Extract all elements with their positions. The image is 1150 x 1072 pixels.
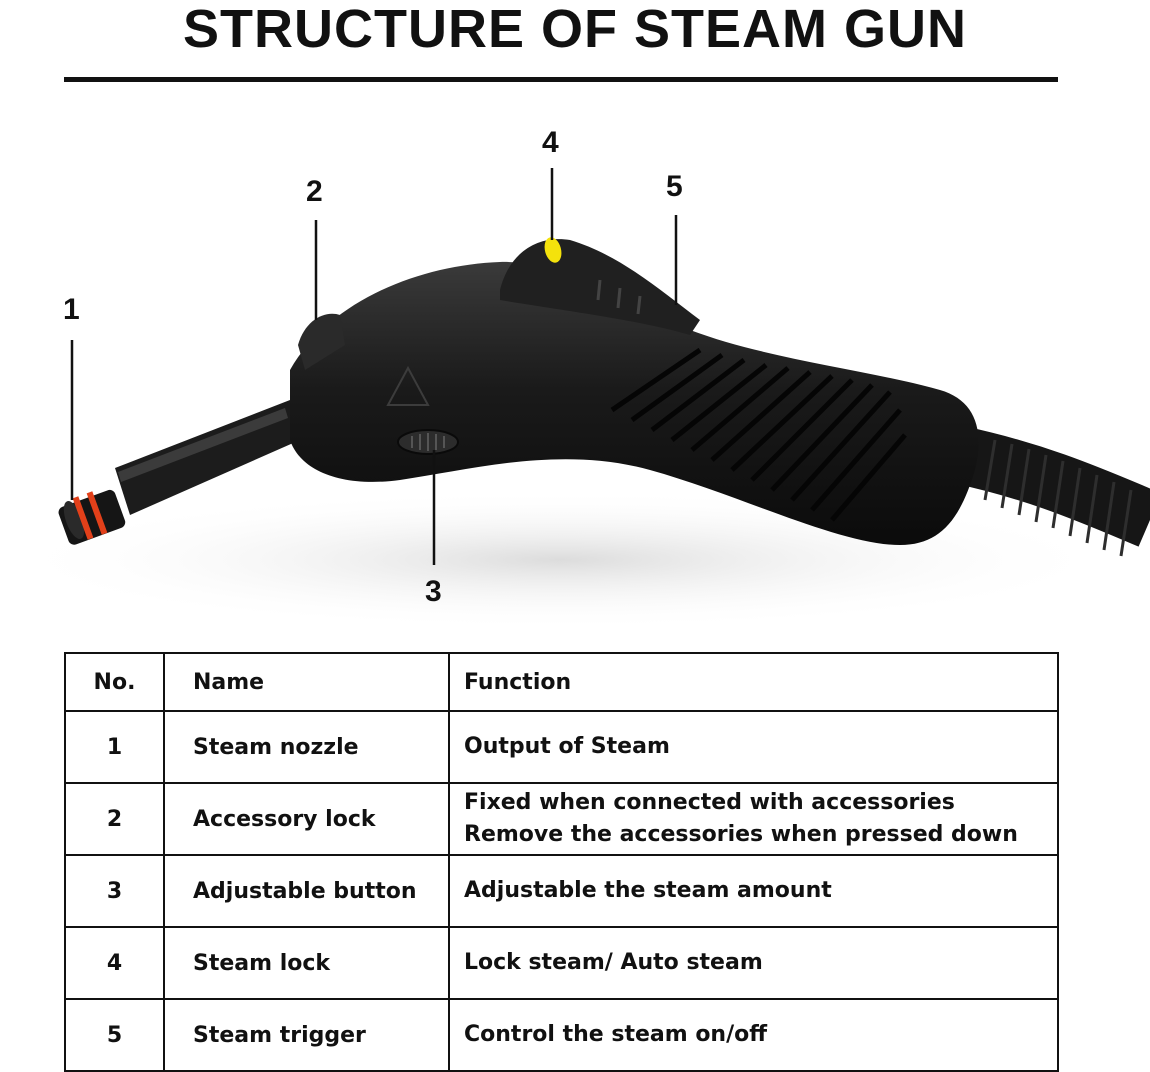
row-name: Accessory lock [163,782,450,856]
row-no: 1 [64,710,165,784]
row-function: Adjustable the steam amount [448,854,1059,928]
header-function: Function [448,652,1059,712]
steam-gun-illustration [0,168,1150,630]
row-name: Steam lock [163,926,450,1000]
row-no: 4 [64,926,165,1000]
row-name: Steam trigger [163,998,450,1072]
callout-lines [70,168,678,565]
function-line: Lock steam/ Auto steam [464,950,763,975]
page-title: STRUCTURE OF STEAM GUN [183,0,967,59]
callout-5: 5 [666,170,683,203]
grip-ridges [610,347,907,522]
nozzle [58,400,300,545]
row-no: 3 [64,854,165,928]
warning-triangle-icon [386,365,430,406]
callout-2: 2 [306,175,323,208]
hose [953,426,1150,557]
function-line: Output of Steam [464,734,670,759]
table-row: 4 Steam lock Lock steam/ Auto steam [64,926,1059,1000]
row-function: Output of Steam [448,710,1059,784]
function-line: Adjustable the steam amount [464,878,832,903]
table-row: 2 Accessory lock Fixed when connected wi… [64,782,1059,856]
spec-table: No. Name Function 1 Steam nozzle Output … [64,652,1059,1072]
row-no: 2 [64,782,165,856]
row-name: Steam nozzle [163,710,450,784]
header-name: Name [163,652,450,712]
accessory-lock [298,313,345,370]
row-function: Control the steam on/off [448,998,1059,1072]
row-name: Adjustable button [163,854,450,928]
table-header-row: No. Name Function [64,652,1059,712]
row-function: Lock steam/ Auto steam [448,926,1059,1000]
table-row: 1 Steam nozzle Output of Steam [64,710,1059,784]
callout-1: 1 [63,293,80,326]
row-no: 5 [64,998,165,1072]
function-line: Remove the accessories when pressed down [464,822,1018,847]
gun-body [290,261,979,545]
function-line: Fixed when connected with accessories [464,790,955,815]
callout-4: 4 [542,126,559,159]
title-underline [64,77,1058,82]
header-no: No. [64,652,165,712]
callout-3: 3 [425,575,442,608]
table-row: 3 Adjustable button Adjustable the steam… [64,854,1059,928]
table-row: 5 Steam trigger Control the steam on/off [64,998,1059,1072]
function-line: Control the steam on/off [464,1022,768,1047]
steam-lock [544,237,562,263]
row-function: Fixed when connected with accessories Re… [448,782,1059,856]
